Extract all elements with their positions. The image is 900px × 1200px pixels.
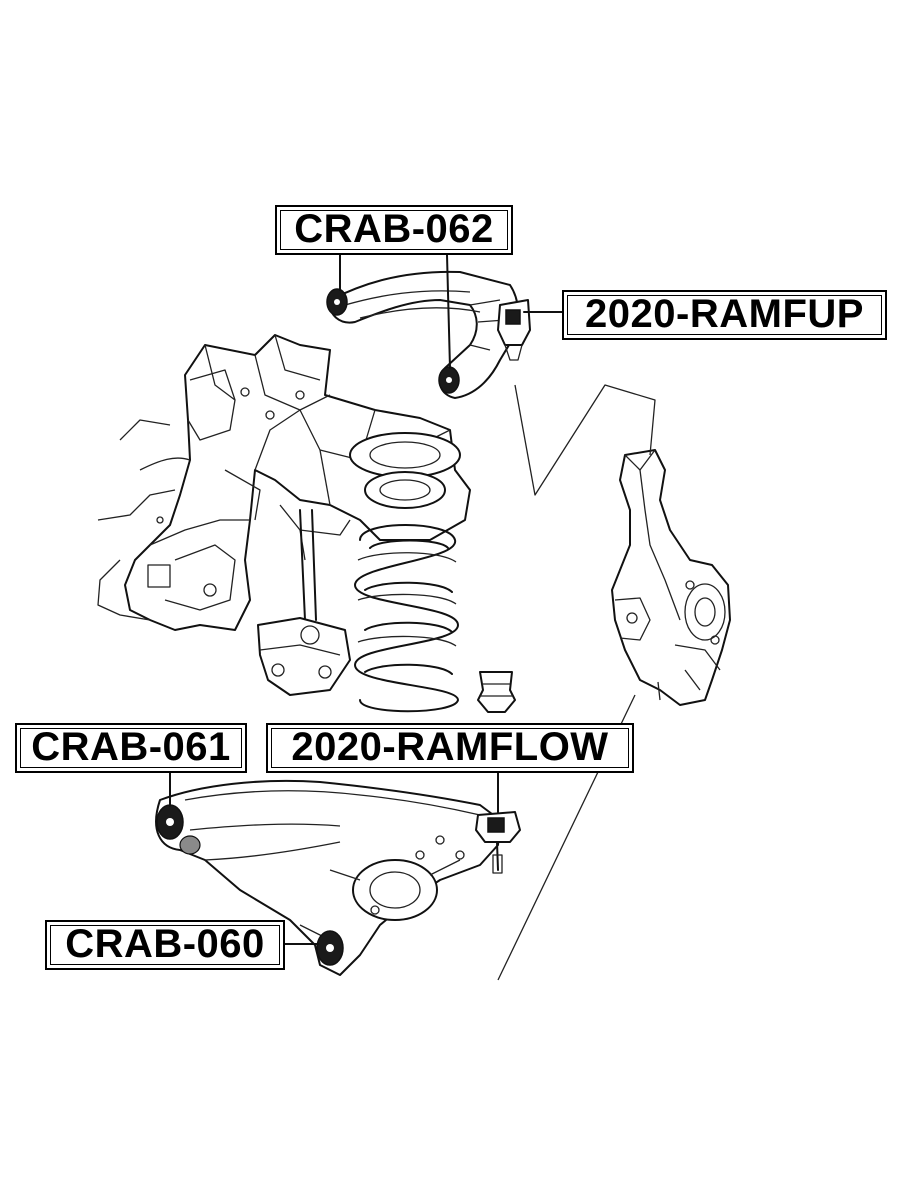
lower-ball-joint [475, 811, 521, 874]
sway-bar-link [257, 509, 351, 696]
upper-ball-joint [497, 299, 531, 361]
callout-upper-ball-joint: 2020-RAMFUP [562, 290, 887, 340]
callout-upper-arm-bushing: CRAB-062 [275, 205, 513, 255]
lower-control-arm [155, 779, 501, 976]
upper-control-arm [326, 270, 520, 399]
callout-lower-arm-rear-bushing: CRAB-060 [45, 920, 285, 970]
coil-spring [349, 432, 461, 713]
callout-lower-ball-joint: 2020-RAMFLOW [266, 723, 634, 773]
bump-stop [477, 671, 516, 713]
steering-knuckle [611, 449, 731, 706]
callout-lower-arm-front-bushing: CRAB-061 [15, 723, 247, 773]
frame-bracket [97, 334, 471, 631]
